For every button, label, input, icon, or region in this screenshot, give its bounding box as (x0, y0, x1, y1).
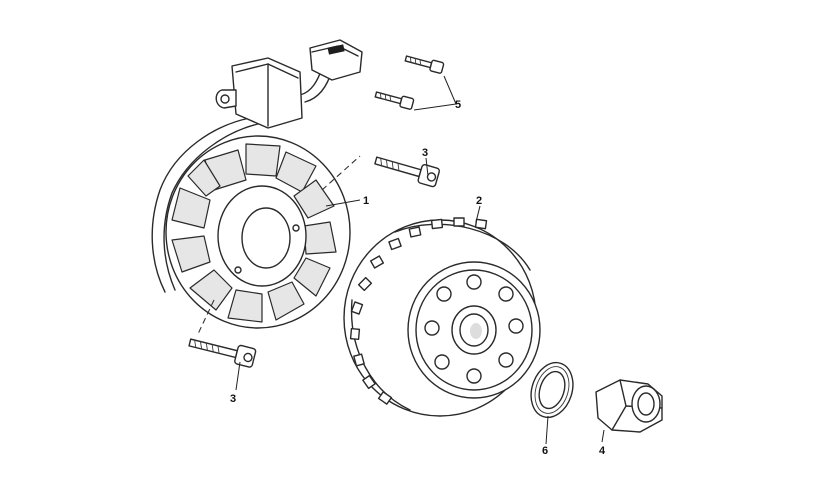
flywheel-face-holes (424, 274, 524, 384)
bolt-lower (188, 338, 257, 368)
callout-3-lower: 3 (230, 393, 236, 405)
junction-box (215, 57, 303, 129)
lock-washer (530, 361, 574, 419)
bolt-upper (374, 156, 440, 188)
stator-assembly (151, 39, 363, 329)
callout-4: 4 (599, 445, 606, 457)
callout-6: 6 (542, 445, 548, 457)
stator-coils (171, 143, 337, 323)
flywheel-rim-slots (349, 217, 488, 405)
callout-5: 5 (455, 99, 461, 111)
small-screw-lower (374, 91, 415, 110)
callout-2: 2 (476, 195, 482, 207)
callout-1: 1 (363, 195, 369, 207)
callout-3-upper: 3 (422, 147, 428, 159)
small-screw-upper (404, 55, 445, 74)
leader-lines (235, 75, 605, 445)
alignment-line-upper (321, 155, 361, 191)
connector-plug (309, 39, 363, 81)
flywheel-rotor (343, 217, 541, 417)
flange-nut (595, 379, 663, 433)
alignment-line-lower (197, 299, 215, 335)
